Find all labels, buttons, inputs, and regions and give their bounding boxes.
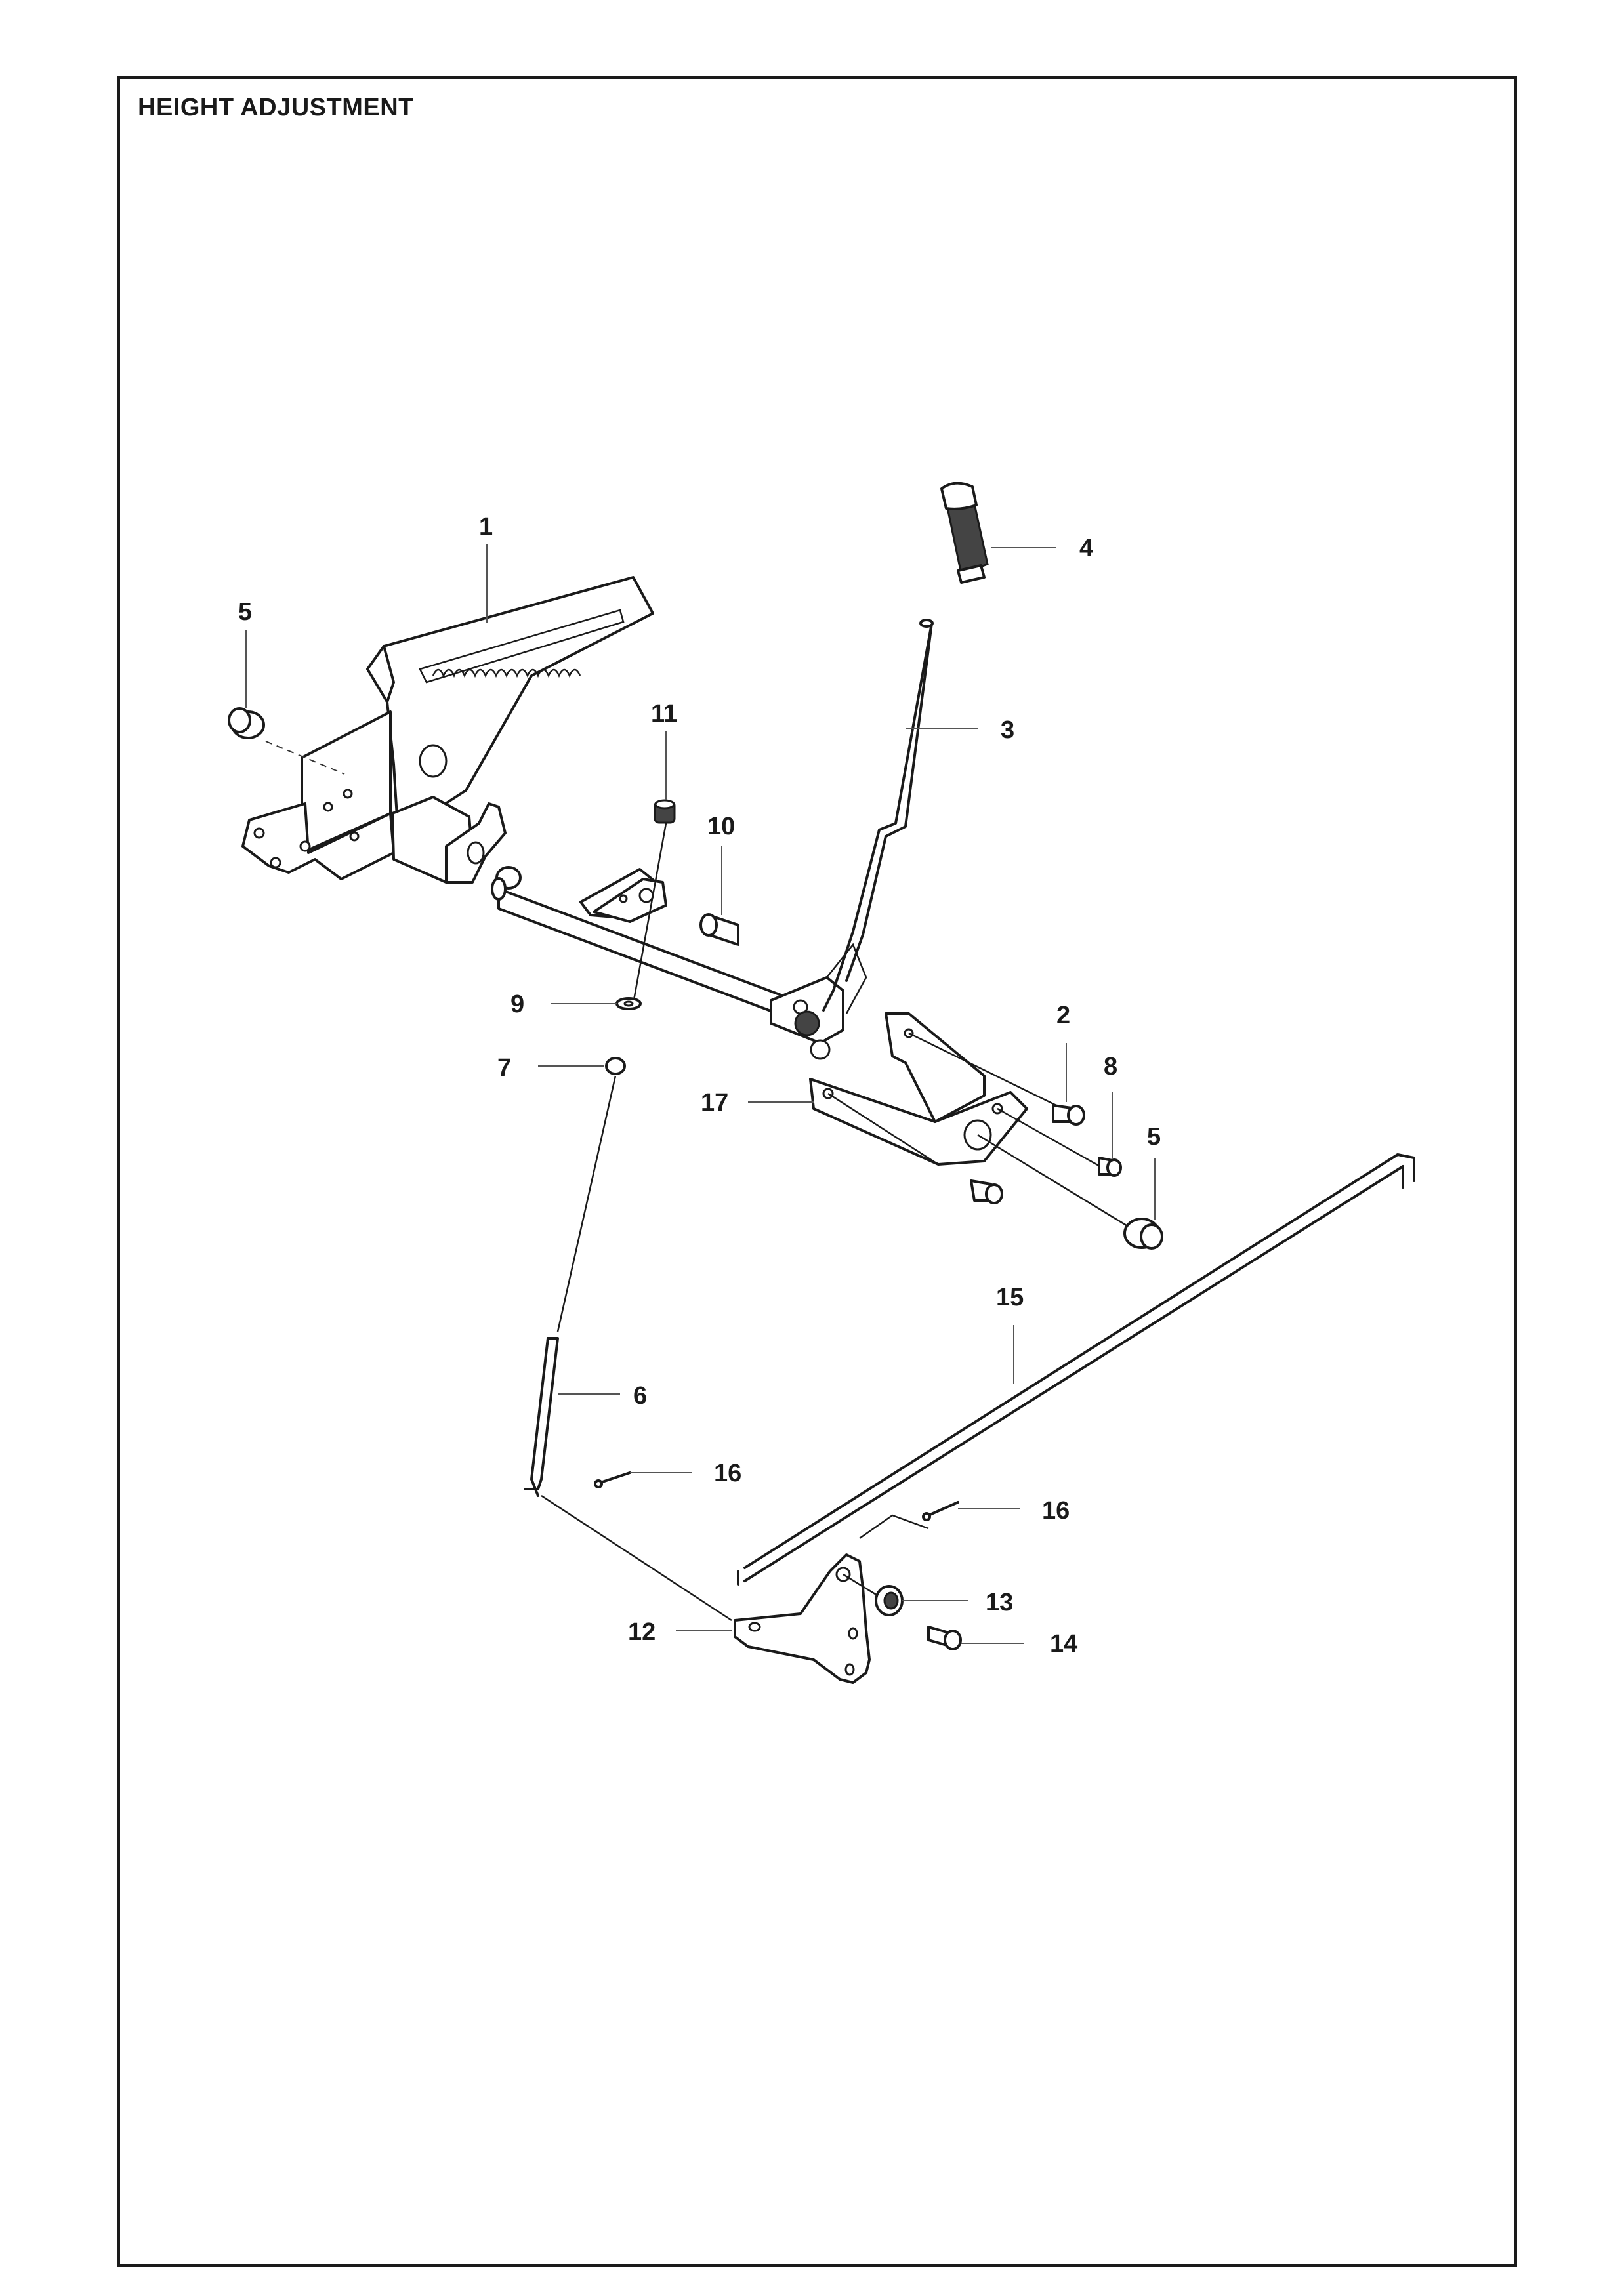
callout-10: 10 (707, 813, 735, 840)
page-border (117, 76, 1517, 2267)
callout-6: 6 (633, 1382, 647, 1410)
part-5-bushing-left (228, 707, 265, 739)
part-12-bracket-plate (734, 1553, 871, 1684)
callout-9: 9 (510, 991, 524, 1018)
part-15-long-rod (737, 1153, 1415, 1586)
shaft-assembly (491, 866, 844, 1060)
part-8-nut (997, 1107, 1122, 1177)
callout-5-left: 5 (238, 598, 252, 626)
part-2-bolt (908, 1032, 1085, 1204)
callout-17: 17 (701, 1089, 728, 1117)
callout-4: 4 (1079, 535, 1093, 562)
part-3-lever (822, 619, 934, 1014)
callout-3: 3 (1001, 716, 1014, 744)
part-13-washer (843, 1573, 904, 1616)
callout-7: 7 (497, 1054, 511, 1082)
callout-2: 2 (1056, 1002, 1070, 1029)
callout-16-left: 16 (714, 1460, 741, 1487)
callout-13: 13 (986, 1589, 1013, 1616)
part-17-support-bracket (809, 1012, 1028, 1166)
callout-5-right: 5 (1147, 1123, 1161, 1151)
part-7-nut (556, 1057, 626, 1332)
part-10-pin (699, 913, 739, 946)
part-1-adjustment-bracket (241, 576, 654, 884)
part-4-grip (940, 482, 989, 584)
callout-16-right: 16 (1042, 1497, 1070, 1525)
part-9-washer (615, 823, 667, 1010)
callout-15: 15 (996, 1284, 1024, 1311)
leader-lines (245, 544, 1156, 1644)
callout-8: 8 (1104, 1053, 1117, 1080)
part-5-bushing-right (977, 1134, 1163, 1250)
part-16-cotter-pin-left (594, 1471, 631, 1488)
callout-12: 12 (628, 1618, 656, 1646)
callout-14: 14 (1050, 1630, 1077, 1658)
part-6-rod (524, 1337, 732, 1622)
part-16-cotter-pin-right (859, 1501, 959, 1540)
callout-11: 11 (651, 700, 677, 728)
part-11-nut (654, 799, 676, 824)
page-title: HEIGHT ADJUSTMENT (138, 94, 414, 121)
callout-labels: 1 5 4 3 11 10 2 8 5 9 7 17 15 6 16 16 13… (238, 513, 1161, 1658)
callout-1: 1 (479, 513, 493, 541)
part-14-bolt (927, 1626, 962, 1650)
